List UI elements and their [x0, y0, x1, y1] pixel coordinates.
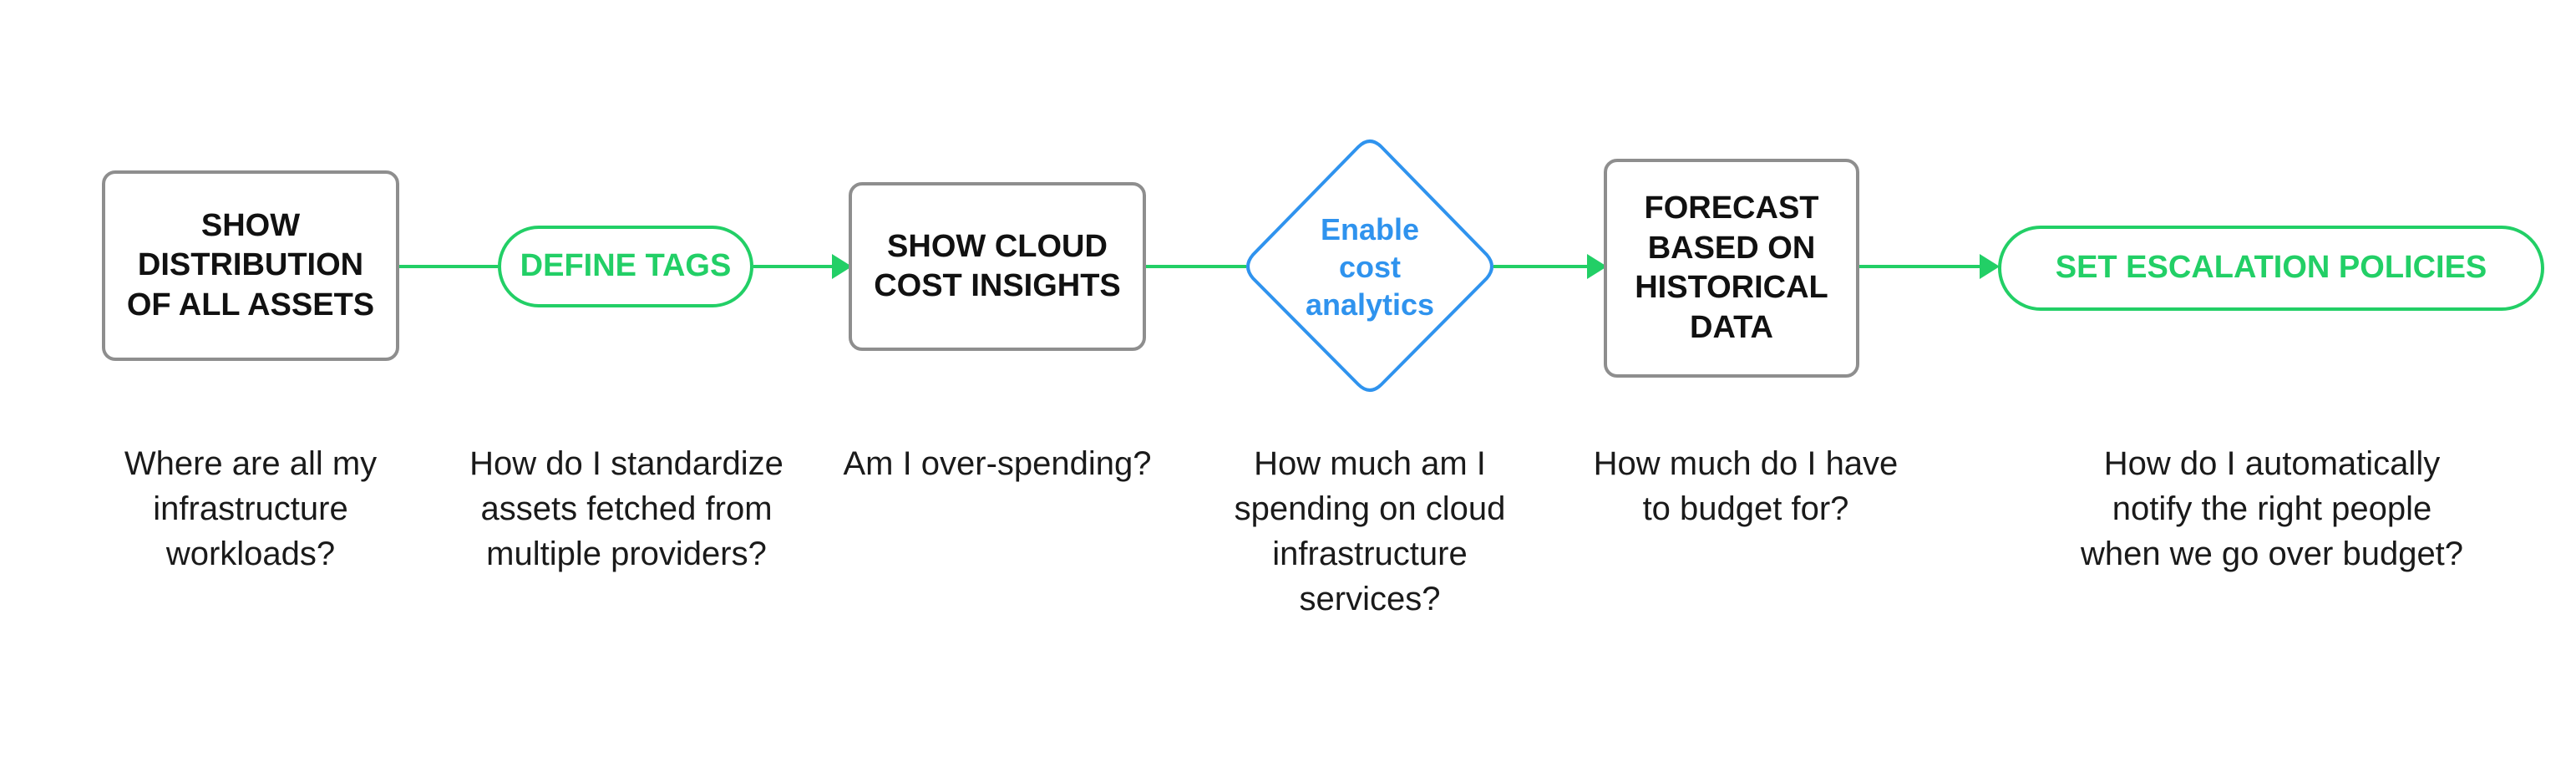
step-define-tags[interactable]: DEFINE TAGS: [498, 226, 753, 307]
step-forecast-historical-data[interactable]: FORECAST BASED ON HISTORICAL DATA: [1604, 159, 1859, 378]
question-over-spending: Am I over-spending?: [843, 445, 1152, 482]
question-budget: How much do I have to budget for?: [1593, 445, 1899, 527]
step-set-escalation-policies[interactable]: SET ESCALATION POLICIES: [1998, 226, 2544, 311]
question-standardize-assets: How do I standardize assets fetched from…: [469, 445, 783, 572]
arrowhead-forecast-to-escalation: [1980, 254, 2000, 279]
question-notify-people: How do I automatically notify the right …: [2080, 445, 2464, 572]
arrowhead-tags-to-insights: [832, 254, 852, 279]
step-show-distribution[interactable]: SHOW DISTRIBUTION OF ALL ASSETS: [102, 170, 399, 361]
arrowhead-analytics-to-forecast: [1587, 254, 1607, 279]
step-set-escalation-policies-label: SET ESCALATION POLICIES: [2055, 250, 2487, 286]
decision-diamond: [1246, 140, 1493, 392]
step-enable-cost-analytics[interactable]: Enable cost analytics: [1286, 192, 1453, 341]
step-enable-cost-analytics-label: Enable cost analytics: [1305, 211, 1435, 322]
question-assets-location: Where are all my infrastructure workload…: [124, 445, 378, 572]
question-cloud-spending: How much am I spending on cloud infrastr…: [1234, 445, 1506, 617]
step-show-cloud-cost-insights[interactable]: SHOW CLOUD COST INSIGHTS: [849, 182, 1146, 351]
step-show-distribution-label: SHOW DISTRIBUTION OF ALL ASSETS: [126, 207, 375, 322]
step-forecast-historical-data-label: FORECAST BASED ON HISTORICAL DATA: [1635, 190, 1828, 345]
step-show-cloud-cost-insights-label: SHOW CLOUD COST INSIGHTS: [874, 228, 1121, 304]
step-define-tags-label: DEFINE TAGS: [520, 248, 732, 284]
